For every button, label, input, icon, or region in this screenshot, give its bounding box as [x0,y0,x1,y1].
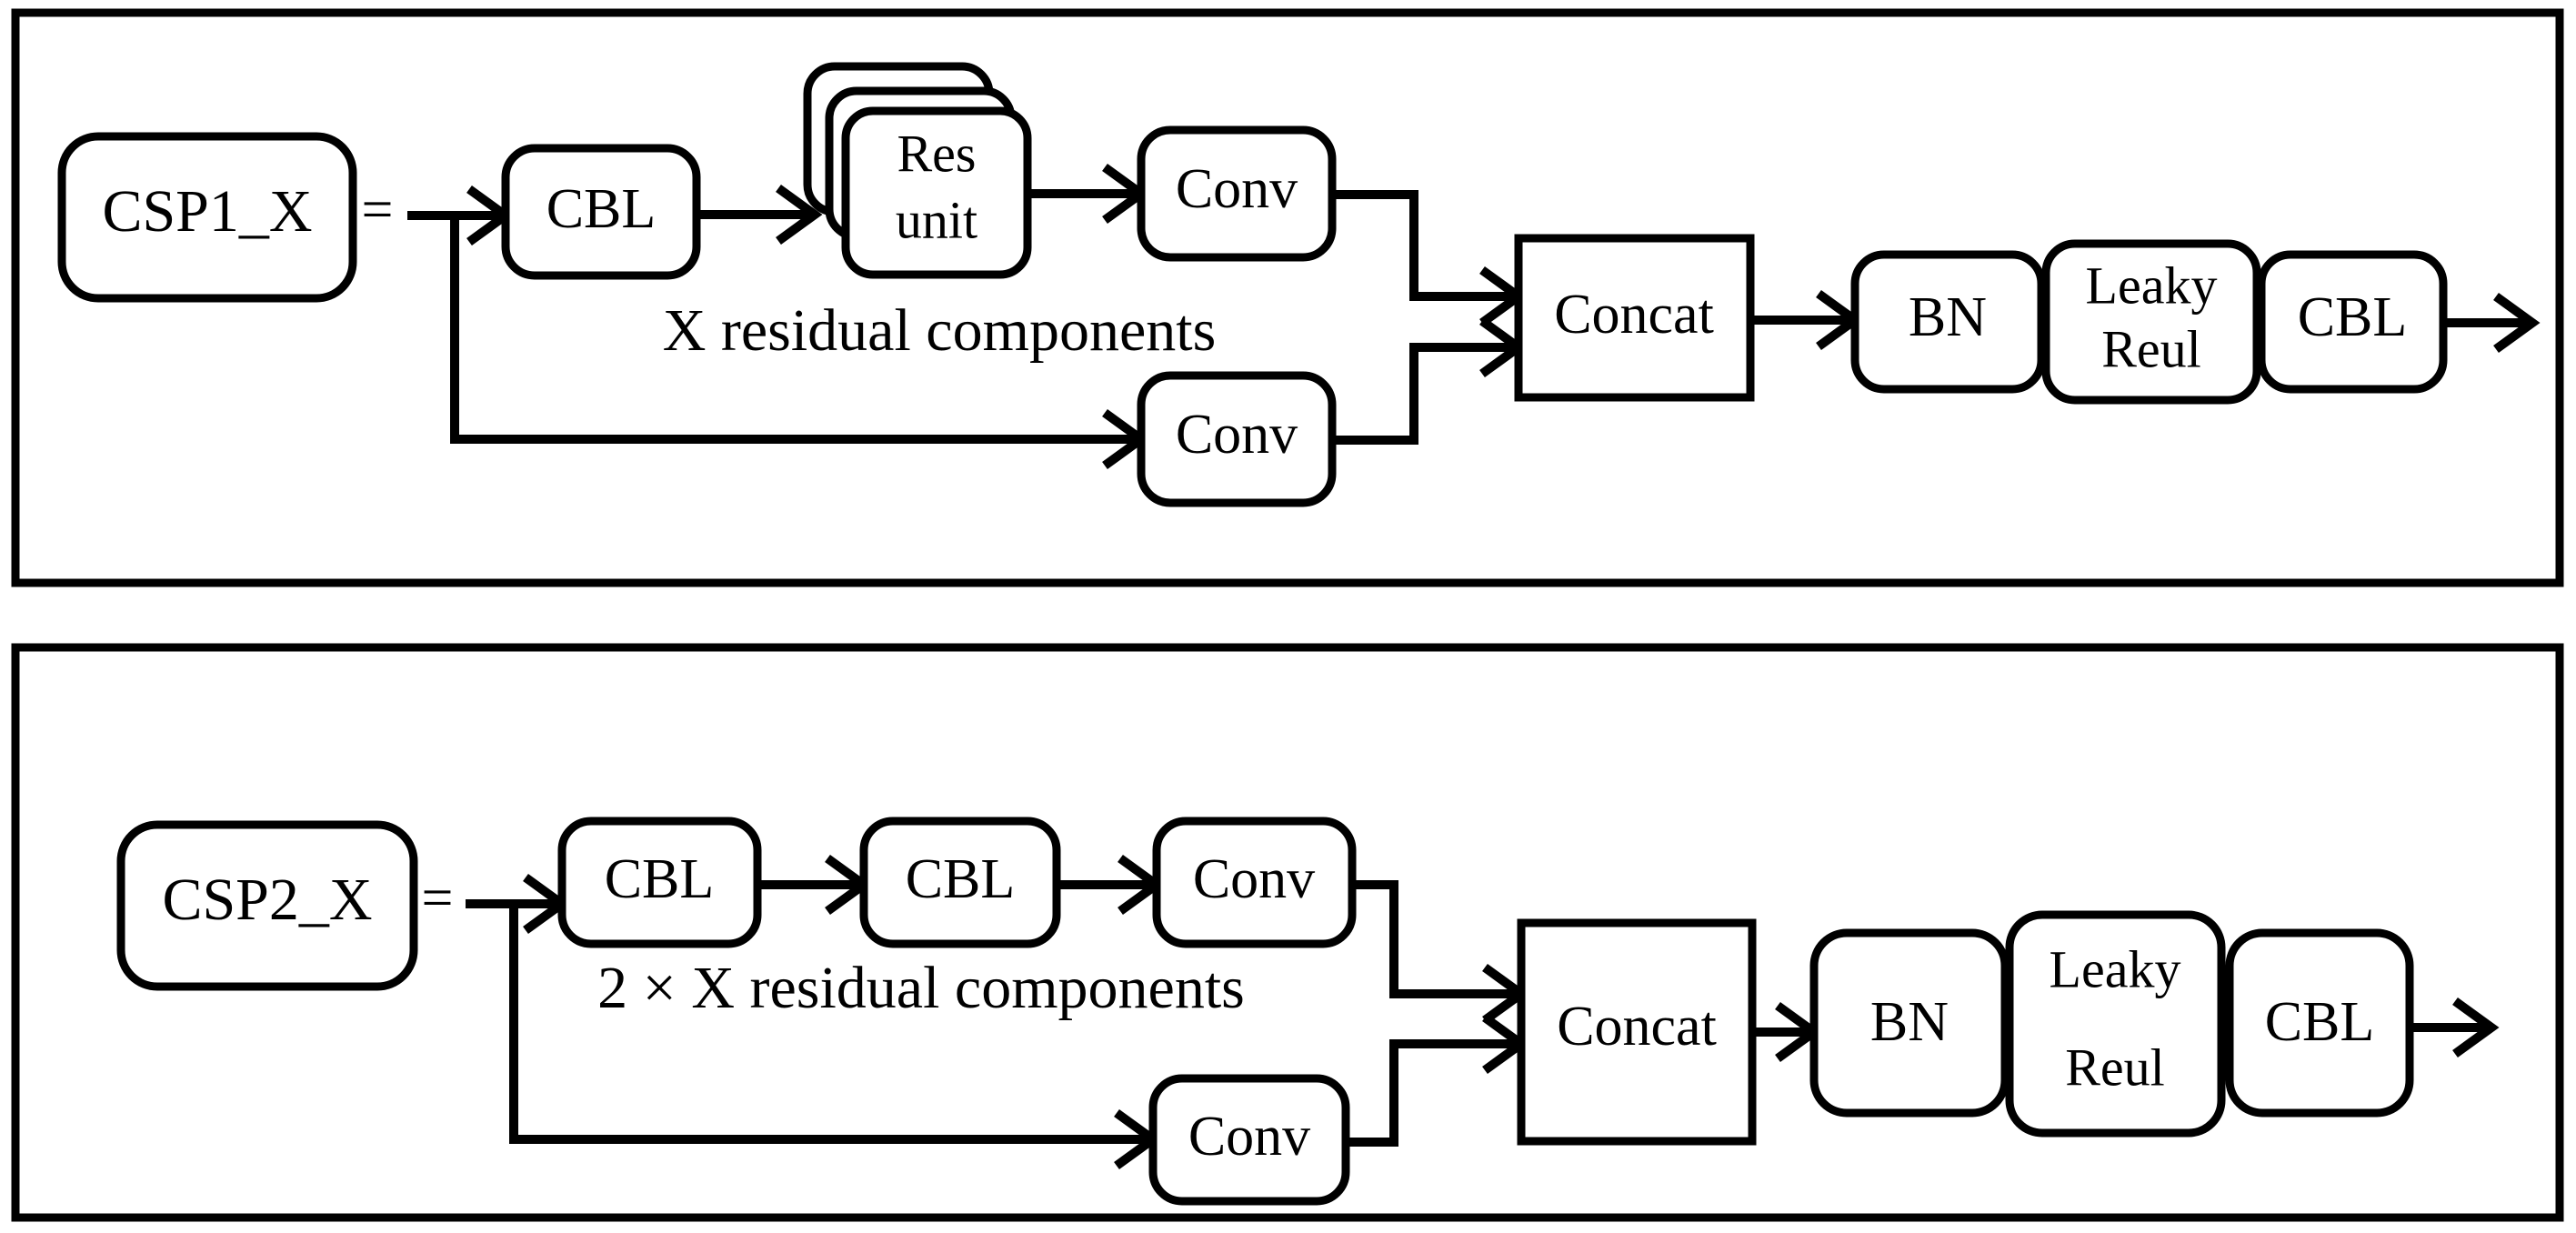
csp2-conv-top-label: Conv [1193,848,1315,910]
csp2-leaky-relu-label-line1: Leaky [2050,939,2181,998]
csp1-wire-shortcut-branch [450,216,1141,444]
csp1-bn-label: BN [1909,286,1987,348]
csp1-arrow-into-res [776,184,823,246]
csp1-leaky-relu-label-line1: Leaky [2086,256,2218,315]
csp2-leaky-relu-box[interactable] [2005,910,2226,1138]
csp1-cbl-first-label: CBL [546,178,657,240]
csp2-cbl-first-label: CBL [605,848,715,910]
csp1-wire-conv-top-to-concat [1332,190,1519,301]
csp2-wire-conv-bottom-to-concat [1346,1039,1521,1147]
csp1-res-unit-label-line2: unit [896,190,977,249]
csp1-arrow-output [2493,292,2541,354]
csp2-concat-label: Concat [1557,996,1717,1058]
csp2-bn-label: BN [1870,991,1949,1053]
csp1-module-box[interactable] [57,132,357,303]
csp1-wire-conv-bottom-to-concat [1332,343,1519,445]
csp2-concat-box[interactable] [1517,918,1757,1146]
csp2-cbl-last-label: CBL [2265,991,2375,1053]
csp1-module-label: CSP1_X [102,178,312,245]
panel-csp2: CSP2_X = CBL CBL Conv 2 × X residua [11,643,2564,1222]
csp2-module-box[interactable] [116,820,418,991]
csp1-conv-bottom-label: Conv [1176,404,1298,466]
csp2-bn-box[interactable] [1809,928,2010,1118]
csp1-equals-sign: = [362,179,394,241]
csp2-caption: 2 × X residual components [597,955,1245,1021]
csp1-concat-box[interactable] [1514,234,1755,402]
csp1-res-unit-label-line1: Res [897,124,977,183]
csp1-caption: X residual components [663,297,1217,364]
csp1-concat-label: Concat [1554,284,1714,346]
csp2-module-label: CSP2_X [162,867,372,933]
csp2-cbl-second-label: CBL [906,848,1016,910]
csp2-equals-sign: = [422,867,454,929]
csp1-cbl-last-label: CBL [2298,286,2408,348]
csp2-leaky-relu-label-line2: Reul [2065,1038,2165,1097]
csp2-arrow-output [2452,997,2500,1058]
csp1-leaky-relu-label-line2: Reul [2101,319,2201,378]
csp2-wire-conv-top-to-concat [1352,880,1521,998]
csp1-bn-box[interactable] [1850,250,2046,394]
csp2-conv-bottom-label: Conv [1188,1106,1310,1168]
panel-csp1-frame [11,8,2564,587]
panel-csp1: CSP1_X = CBL Res unit [11,8,2564,587]
panel-csp2-frame [11,643,2564,1222]
csp1-leaky-relu-box[interactable] [2041,239,2261,405]
csp2-wire-shortcut-branch [509,904,1153,1144]
csp1-conv-top-label: Conv [1176,158,1298,220]
